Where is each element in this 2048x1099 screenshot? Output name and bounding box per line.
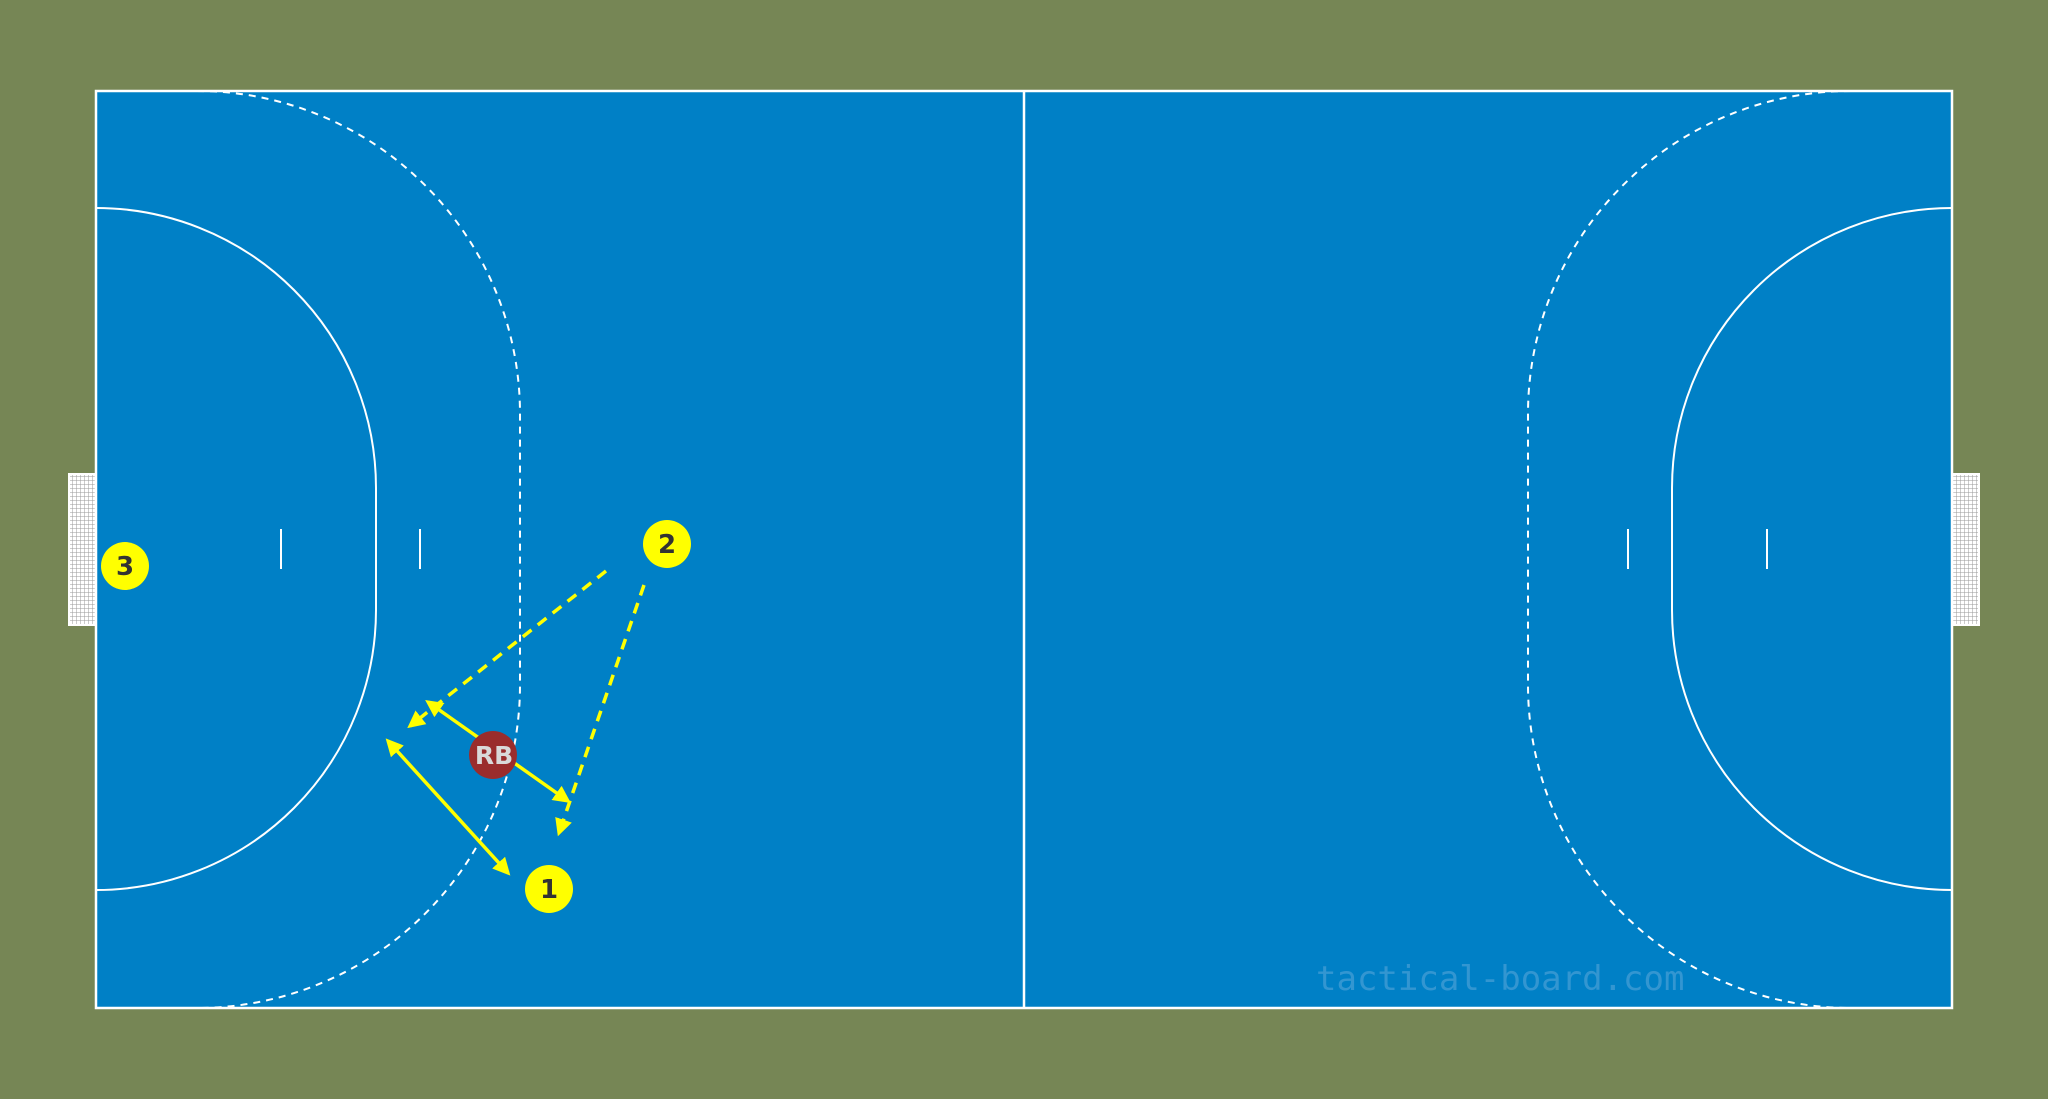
left-goal — [68, 473, 97, 626]
player-1[interactable]: 1 — [525, 865, 573, 913]
left-free-throw-line — [196, 90, 521, 1009]
player-2-label: 2 — [658, 530, 676, 560]
player-3-label: 3 — [116, 552, 134, 582]
defender-rb-label: RB — [475, 741, 513, 770]
right-free-throw-line — [1527, 90, 1852, 1009]
arrow-player1-run — [385, 738, 511, 876]
arrow-pass-2-down — [555, 584, 646, 837]
player-3[interactable]: 3 — [101, 542, 149, 590]
player-1-label: 1 — [540, 875, 558, 905]
arrow-pass-2-left — [407, 569, 608, 729]
player-2[interactable]: 2 — [643, 520, 691, 568]
watermark: tactical-board.com — [1316, 959, 1684, 999]
left-goal-area-line — [95, 207, 377, 891]
right-goal-area-line — [1671, 207, 1953, 891]
defender-rb[interactable]: RB — [469, 731, 517, 779]
right-goal — [1951, 473, 1980, 626]
